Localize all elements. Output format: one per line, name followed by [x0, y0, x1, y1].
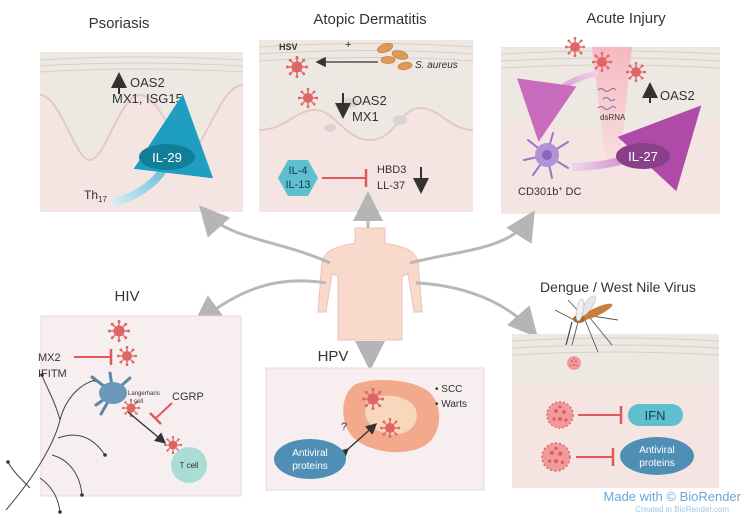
- il29-badge: [139, 144, 195, 170]
- cd301b-dc-label: CD301b+ DC: [518, 186, 581, 198]
- s-aureus-label: S. aureus: [415, 60, 458, 71]
- dengue-antiviral-badge: [620, 437, 694, 475]
- psoriasis-il29-arrow: [110, 94, 214, 207]
- ll37-label: LL-37: [377, 180, 405, 192]
- ifitm-label: IFITM: [38, 368, 67, 380]
- virus-icon: [298, 88, 318, 108]
- hpv-question-mark: ?: [341, 421, 347, 433]
- hpv-panel: HPV • SCC • Warts ? Antiviral proteins: [265, 348, 485, 491]
- s-aureus-bacteria-icon: [376, 42, 413, 71]
- virus-icon: [626, 62, 646, 82]
- psoriasis-layer-lines: [39, 56, 244, 73]
- scc-label: • SCC: [435, 384, 462, 395]
- arrow-to-psoriasis: [198, 205, 331, 265]
- atopic-junction: [258, 106, 474, 142]
- lesion-inner: [365, 395, 417, 435]
- hbd3-label: HBD3: [377, 164, 406, 176]
- psoriasis-panel: Psoriasis OAS2 MX1, ISG15 IL-29 Th17: [39, 15, 244, 212]
- infected-cell-icon: [546, 401, 574, 429]
- ifn-label: IFN: [645, 408, 666, 423]
- hpv-antiviral-badge: [274, 439, 346, 479]
- connector-arrows: [192, 191, 538, 371]
- infected-cell-icon: [541, 442, 571, 472]
- atopic-genes-line1: OAS2: [352, 93, 387, 108]
- biorender-watermark[interactable]: Made with © BioRender: [603, 489, 741, 504]
- virus-icon: [362, 388, 384, 410]
- il13-label: IL-13: [285, 179, 310, 191]
- virus-icon: [565, 37, 585, 57]
- cgrp-inhibit-bar: [149, 412, 162, 425]
- virus-icon: [380, 418, 400, 438]
- hiv-nerve-endings: [6, 373, 107, 514]
- cgrp-inhibit-line: [155, 402, 173, 419]
- hiv-panel: HIV MX2 IFITM Langerhans: [5, 288, 242, 514]
- langerhans-cell-icon: [90, 371, 132, 416]
- atopic-epidermis: [259, 40, 473, 140]
- langerhans-label-line2: cell: [134, 399, 143, 405]
- th17-label: Th17: [84, 188, 107, 204]
- psoriasis-genes-line1: OAS2: [130, 75, 165, 90]
- dsrna-to-dc-arrow: [517, 70, 599, 142]
- hsv-virus-icon: [286, 56, 308, 78]
- dsrna-label: dsRNA: [600, 113, 626, 122]
- plus-sign: +: [345, 39, 351, 51]
- human-torso-icon: [317, 227, 423, 341]
- il27-label: IL-27: [628, 149, 658, 164]
- arrow-to-acute: [409, 210, 535, 265]
- virus-icon: [117, 346, 137, 366]
- dengue-title: Dengue / West Nile Virus: [540, 279, 696, 295]
- hpv-antiviral-line2: proteins: [292, 461, 328, 472]
- atopic-title: Atopic Dermatitis: [313, 11, 426, 28]
- infected-cell-icon: [567, 356, 581, 370]
- psoriasis-genes-line2: MX1, ISG15: [112, 91, 183, 106]
- il27-badge: [616, 143, 670, 169]
- hpv-antiviral-line1: Antiviral: [292, 448, 328, 459]
- atopic-layer-lines: [258, 43, 474, 62]
- arrow-to-hiv: [192, 279, 327, 326]
- t-cell-label: T cell: [180, 461, 199, 470]
- il4-label: IL-4: [289, 165, 308, 177]
- virus-icon: [108, 320, 130, 342]
- ifn-badge: [628, 404, 683, 426]
- langerhans-label-line1: Langerhans: [128, 391, 160, 397]
- t-cell-icon: [171, 447, 207, 483]
- acute-gene-label: OAS2: [660, 88, 695, 103]
- dendritic-cell-icon: [523, 132, 569, 179]
- il29-label: IL-29: [152, 150, 182, 165]
- hiv-title: HIV: [114, 288, 139, 305]
- hsv-label: HSV: [279, 42, 298, 52]
- hiv-nerve-fibers: [5, 374, 106, 513]
- biorender-watermark-sub: Created in BioRender.com: [635, 505, 729, 514]
- mx2-label: MX2: [38, 352, 61, 364]
- il4-il13-hexagon: [278, 160, 318, 196]
- dengue-panel: Dengue / West Nile Virus IFN Antiviral: [511, 279, 720, 488]
- acute-title: Acute Injury: [586, 10, 666, 27]
- dsrna-squiggles: [597, 88, 617, 110]
- hiv-panel-bg: [40, 315, 242, 497]
- lc-to-tcell-arrow: [127, 411, 167, 444]
- psoriasis-title: Psoriasis: [89, 15, 150, 32]
- dengue-antiviral-line2: proteins: [639, 458, 675, 469]
- acute-panel: Acute Injury dsRNA CD301b+ DC IL-27: [500, 10, 721, 214]
- warts-label: • Warts: [435, 399, 467, 410]
- virus-icon: [592, 52, 612, 72]
- cgrp-label: CGRP: [172, 391, 204, 403]
- dengue-layer-lines: [511, 337, 720, 356]
- hpv-title: HPV: [318, 348, 349, 365]
- hpv-double-arrow: [337, 423, 378, 460]
- wound: [592, 47, 632, 178]
- atopic-genes-line2: MX1: [352, 109, 379, 124]
- arrow-to-dengue: [415, 281, 538, 338]
- dengue-epidermis: [512, 334, 719, 387]
- dengue-antiviral-line1: Antiviral: [639, 445, 675, 456]
- mosquito-icon: [554, 295, 619, 353]
- atopic-panel: Atopic Dermatitis HSV + S. aureus OAS2 M…: [258, 11, 474, 212]
